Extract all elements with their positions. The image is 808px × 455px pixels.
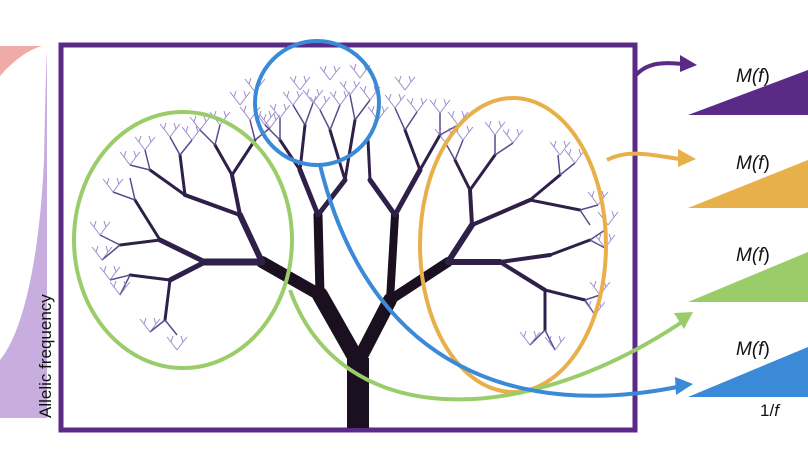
- top-fine-branches: [264, 94, 459, 141]
- close-paren: ): [763, 245, 770, 266]
- close-paren: ): [763, 339, 770, 360]
- panel-3-label: M(f): [736, 245, 770, 267]
- one-over: 1/: [760, 401, 775, 420]
- f-symbol: f: [774, 401, 779, 420]
- blue-arrowhead: [675, 377, 693, 395]
- panel-green-triangle: [688, 252, 808, 302]
- purple-arrowhead: [680, 55, 697, 72]
- whole-tree-frame: [58, 42, 638, 433]
- low-frequency-region: [0, 50, 47, 418]
- panel-blue-triangle: [688, 347, 808, 397]
- canopy-twigs: [89, 63, 619, 351]
- green-arrowhead: [674, 312, 693, 329]
- close-paren: ): [763, 66, 770, 87]
- panel-1-label: M(f): [736, 66, 770, 88]
- panel-purple-triangle: [688, 70, 808, 115]
- f-symbol: f: [758, 245, 764, 266]
- top-subtree: [278, 118, 442, 218]
- f-symbol: f: [758, 153, 764, 174]
- f-symbol: f: [758, 339, 764, 360]
- inverse-frequency-label: 1/f: [760, 401, 779, 421]
- left-subtree: [118, 138, 266, 322]
- m-symbol: M(: [736, 66, 759, 87]
- close-paren: ): [763, 153, 770, 174]
- m-symbol: M(: [736, 245, 759, 266]
- orange-arrow: [606, 151, 681, 162]
- arrows: [288, 61, 684, 402]
- tree-trunk: [256, 210, 453, 428]
- green-arrow: [288, 289, 684, 402]
- m-symbol: M(: [736, 339, 759, 360]
- left-clone-ellipse: [72, 110, 294, 370]
- panel-2-label: M(f): [736, 153, 770, 175]
- high-frequency-region: [0, 46, 42, 76]
- purple-arrow: [634, 61, 683, 77]
- orange-arrowhead: [678, 149, 696, 167]
- right-subtree: [445, 153, 592, 332]
- blue-arrow: [318, 164, 683, 398]
- panel-orange-triangle: [688, 160, 808, 208]
- top-clone-circle: [253, 39, 381, 167]
- m-symbol: M(: [736, 153, 759, 174]
- panel-4-label: M(f): [736, 339, 770, 361]
- right-clone-ellipse: [418, 96, 608, 394]
- f-symbol: f: [758, 66, 764, 87]
